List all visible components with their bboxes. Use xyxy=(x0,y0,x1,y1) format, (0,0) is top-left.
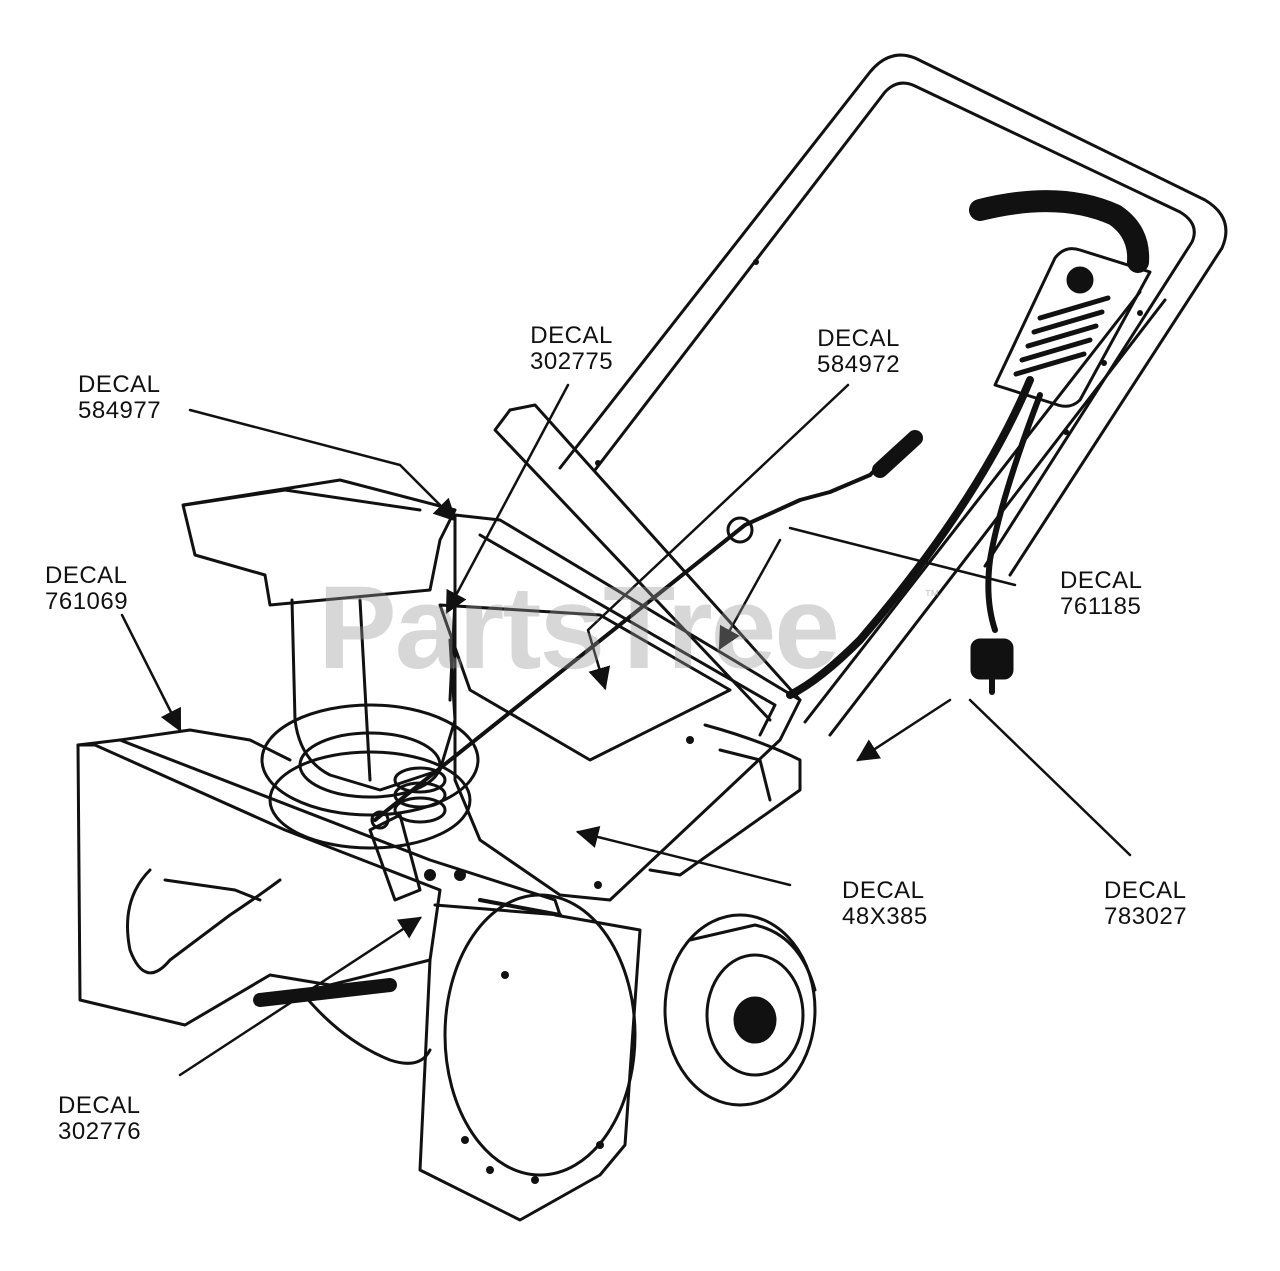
callout-decal-584977[interactable]: DECAL 584977 xyxy=(78,372,161,424)
engine-housing xyxy=(453,513,802,902)
handle-frame-inner xyxy=(593,81,1196,568)
callout-prefix: DECAL xyxy=(530,322,613,349)
callout-decal-761185[interactable]: DECAL 761185 xyxy=(1060,568,1143,620)
leader-48x385 xyxy=(575,825,792,887)
leader-584977 xyxy=(188,408,457,522)
leader-761185-b xyxy=(718,538,782,650)
leader-lines xyxy=(120,383,1132,1077)
engine-top-panel xyxy=(438,603,732,762)
leader-302775 xyxy=(445,383,570,614)
control-panel xyxy=(993,247,1152,408)
callout-number: 761069 xyxy=(45,588,129,615)
chute-crank-rod xyxy=(373,473,872,822)
rear-frame xyxy=(648,723,802,877)
callout-decal-302775[interactable]: DECAL 302775 xyxy=(530,323,613,375)
callout-decal-302776[interactable]: DECAL 302776 xyxy=(58,1093,141,1145)
crank-grip xyxy=(872,430,923,478)
watermark: PartsTree xyxy=(318,562,840,694)
watermark-trademark: ™ xyxy=(924,588,940,605)
handle-rail-inner xyxy=(803,290,1142,724)
control-knob xyxy=(1066,266,1094,294)
scraper-bar xyxy=(478,898,562,917)
bolts xyxy=(424,259,1143,1184)
bail-grip xyxy=(969,190,1150,273)
callout-prefix: DECAL xyxy=(842,877,925,904)
leader-783027-b xyxy=(856,698,952,762)
auger-shaft xyxy=(253,978,397,1007)
wheel xyxy=(663,913,817,1107)
callout-prefix: DECAL xyxy=(817,325,900,352)
power-cord-2 xyxy=(985,392,1043,633)
callout-prefix: DECAL xyxy=(45,562,128,589)
callout-number: 783027 xyxy=(1104,903,1188,930)
callout-prefix: DECAL xyxy=(78,371,161,398)
leader-761185-a xyxy=(788,526,1017,587)
callout-decal-48x385[interactable]: DECAL 48X385 xyxy=(842,878,928,930)
callout-number: 584977 xyxy=(78,397,162,424)
callout-prefix: DECAL xyxy=(1060,567,1143,594)
callout-number: 584972 xyxy=(817,351,901,378)
auger-housing-front xyxy=(76,743,442,1027)
callout-number: 48X385 xyxy=(842,903,928,930)
discharge-chute xyxy=(290,598,457,792)
auger-housing-end xyxy=(443,893,637,1177)
control-panel-slots xyxy=(1013,295,1111,377)
callout-number: 302776 xyxy=(58,1118,142,1145)
handle-frame xyxy=(558,53,1228,577)
chute-collar xyxy=(260,703,480,817)
callout-decal-584972[interactable]: DECAL 584972 xyxy=(817,326,900,378)
callout-decal-783027[interactable]: DECAL 783027 xyxy=(1104,878,1187,930)
callout-prefix: DECAL xyxy=(1104,877,1187,904)
upper-frame-bar xyxy=(508,403,802,702)
callout-prefix: DECAL xyxy=(58,1092,141,1119)
chute-bracket xyxy=(368,813,422,902)
leader-783027-a xyxy=(968,698,1132,857)
chute-deflector xyxy=(181,478,457,607)
leader-302776 xyxy=(178,916,422,1077)
power-cord xyxy=(786,376,1034,699)
callout-number: 761185 xyxy=(1060,593,1142,620)
auger-housing-lip xyxy=(76,738,562,917)
auger-housing-side xyxy=(418,913,642,1222)
callout-number: 302775 xyxy=(530,348,614,375)
cord-plug xyxy=(970,638,1014,680)
callout-decal-761069[interactable]: DECAL 761069 xyxy=(45,563,128,615)
auger xyxy=(126,868,282,975)
leader-584972 xyxy=(586,383,850,691)
chute-spring xyxy=(393,766,447,824)
leader-761069 xyxy=(120,613,182,733)
